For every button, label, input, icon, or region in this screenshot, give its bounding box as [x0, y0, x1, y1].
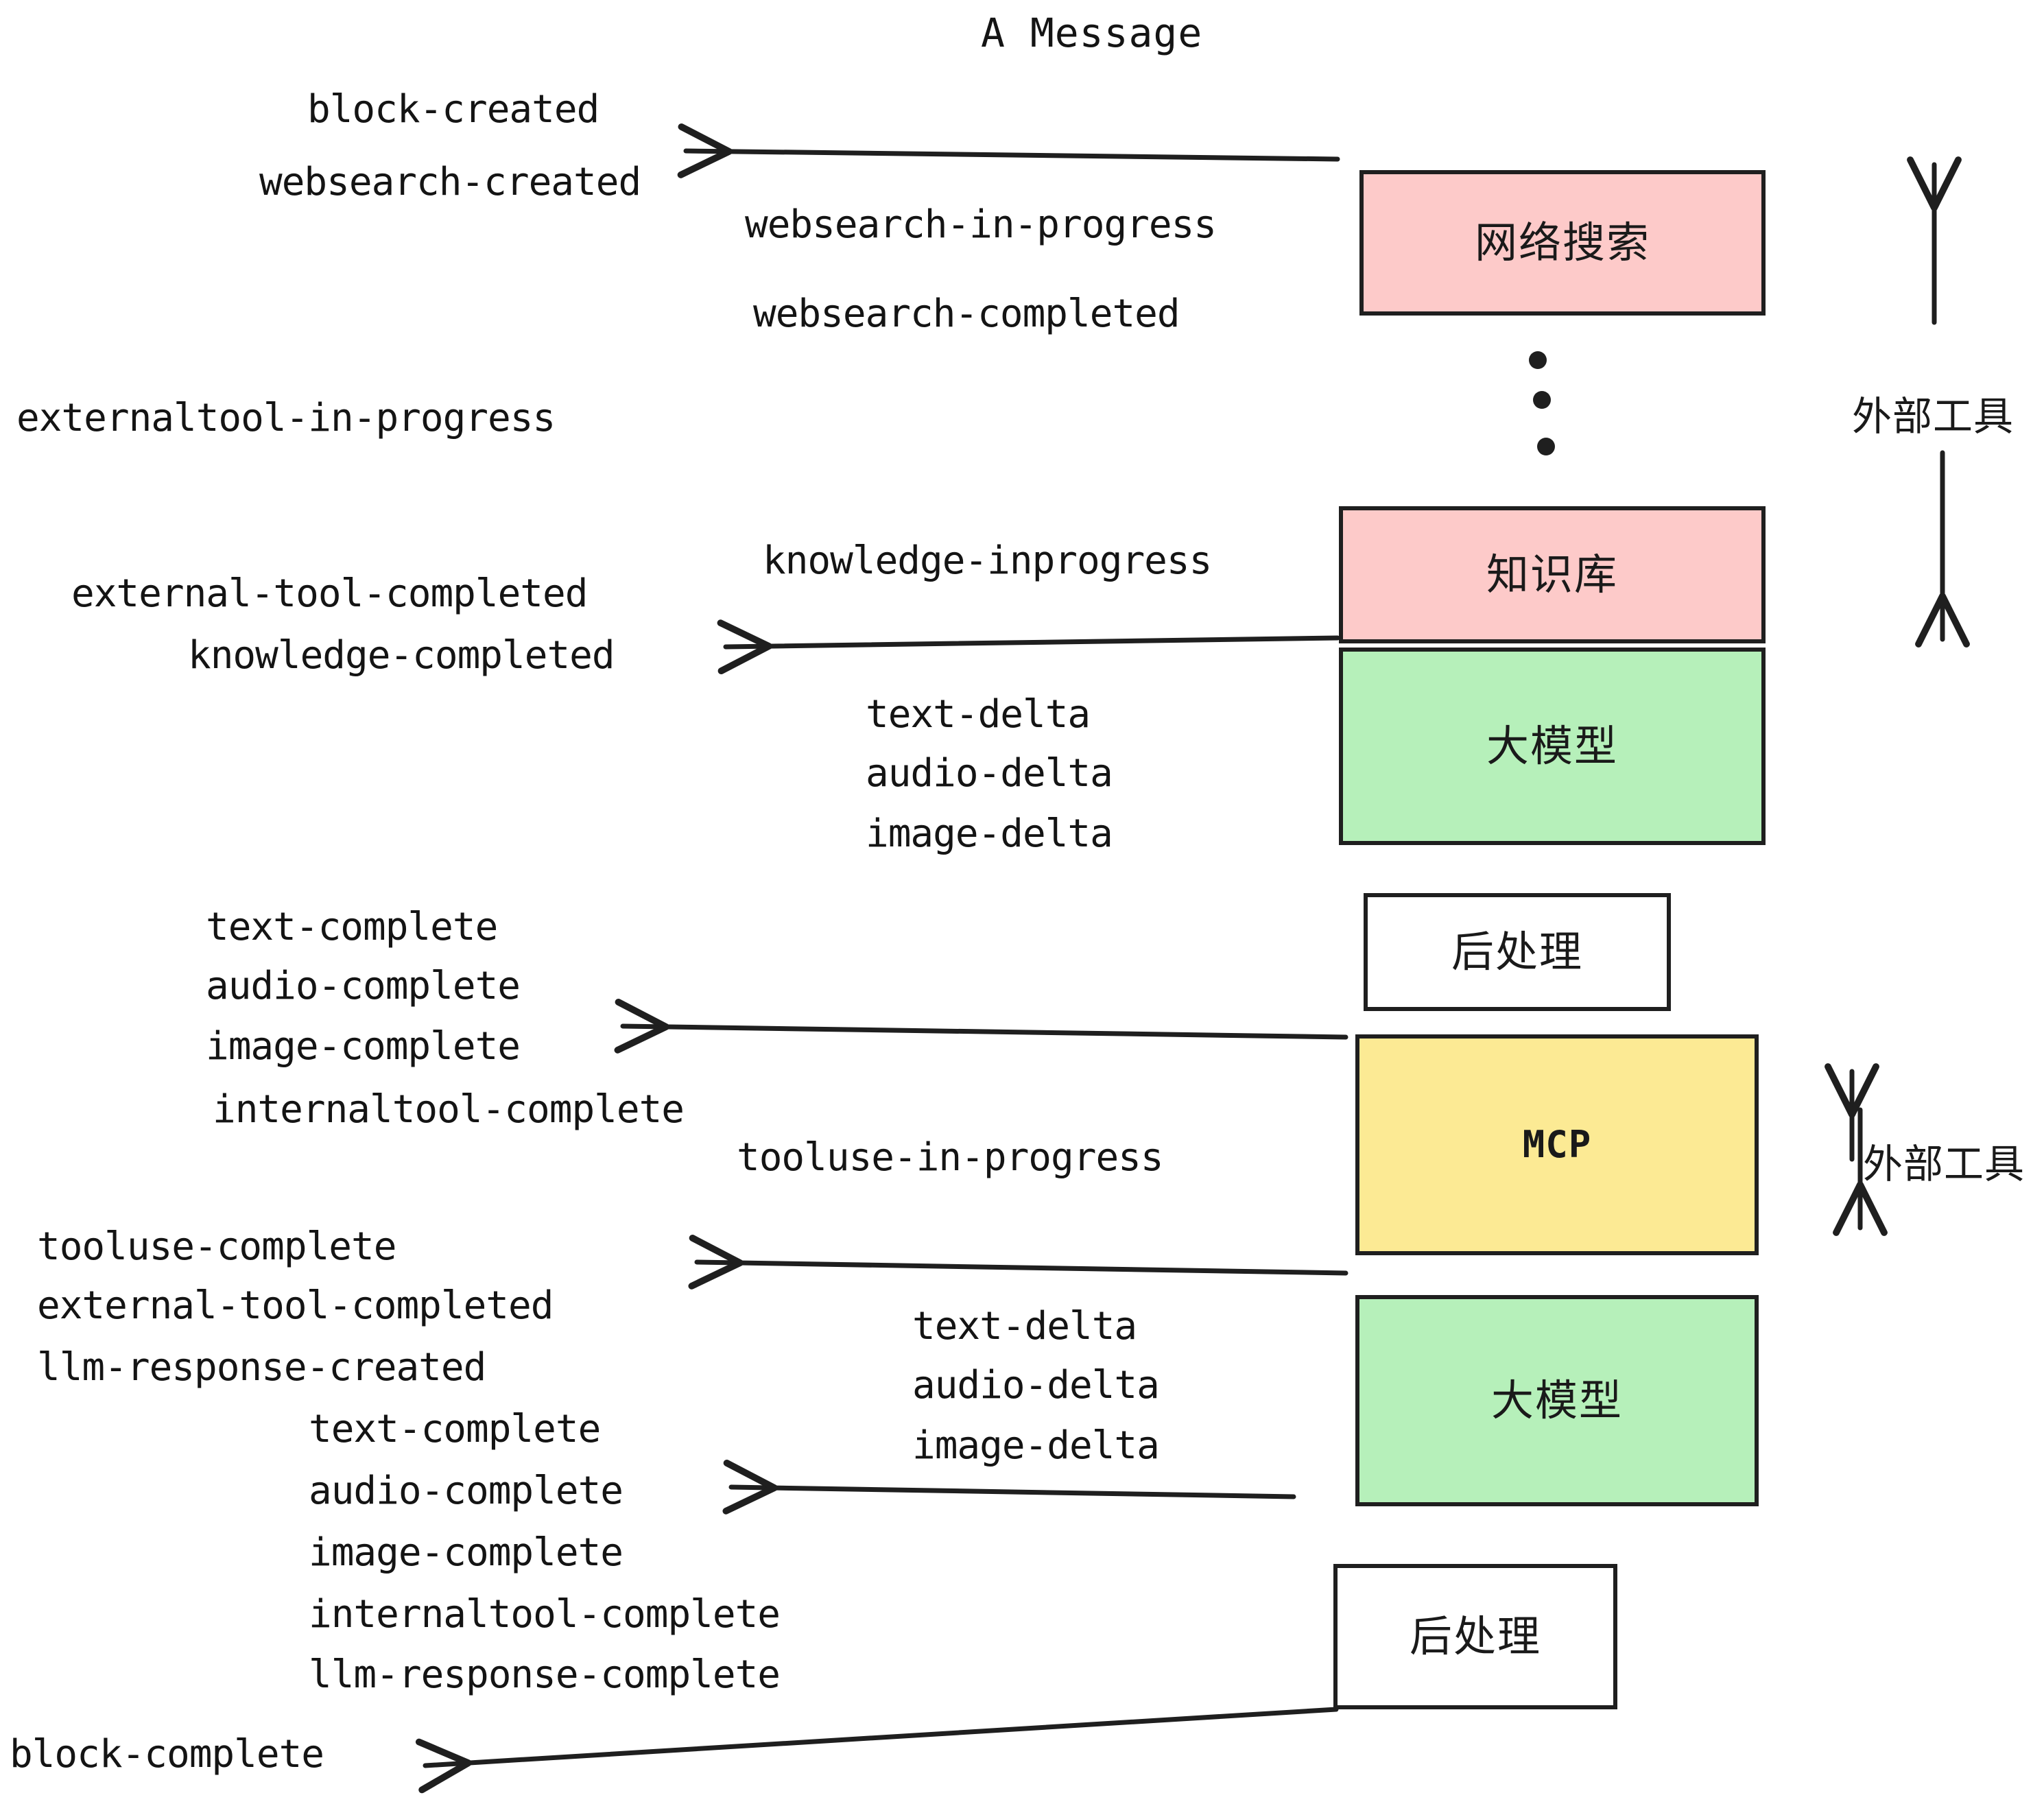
event-label-externaltool-in-progress: externaltool-in-progress: [16, 396, 556, 440]
event-label-external-tool-completed-1: external-tool-completed: [71, 571, 588, 616]
event-label-tooluse-complete: tooluse-complete: [37, 1224, 396, 1269]
event-label-internaltool-complete-1: internaltool-complete: [213, 1087, 685, 1132]
event-label-audio-delta-2: audio-delta: [912, 1363, 1160, 1408]
node-box-knowledge: 知识库: [1339, 506, 1766, 643]
node-box-llm-bottom: 大模型: [1355, 1295, 1759, 1506]
event-label-block-complete: block-complete: [10, 1732, 324, 1777]
ellipsis-dot-3: [1537, 438, 1555, 455]
node-label-llm-top: 大模型: [1486, 721, 1618, 771]
node-box-post-bottom: 后处理: [1333, 1564, 1617, 1709]
event-label-text-complete-2: text-complete: [309, 1407, 601, 1451]
event-label-audio-complete-2: audio-complete: [309, 1469, 623, 1513]
event-label-image-delta-1: image-delta: [866, 811, 1113, 856]
event-label-llm-response-complete: llm-response-complete: [309, 1652, 781, 1697]
event-label-audio-complete-1: audio-complete: [206, 964, 521, 1008]
event-label-text-delta-1: text-delta: [866, 692, 1091, 737]
event-label-audio-delta-1: audio-delta: [866, 751, 1113, 796]
node-box-mcp: MCP: [1355, 1034, 1759, 1255]
ellipsis-dot-1: [1529, 351, 1547, 369]
arrow-audio-complete: [722, 1459, 1296, 1515]
arrow-tooluse-complete: [688, 1234, 1348, 1290]
event-label-knowledge-inprogress: knowledge-inprogress: [763, 538, 1212, 583]
event-label-image-delta-2: image-delta: [912, 1423, 1160, 1468]
event-label-text-complete-1: text-complete: [206, 905, 498, 949]
arrow-block-complete: [415, 1707, 1339, 1794]
event-label-tooluse-in-progress: tooluse-in-progress: [737, 1135, 1164, 1180]
node-label-websearch: 网络搜索: [1474, 217, 1650, 268]
node-box-post-top: 后处理: [1364, 893, 1671, 1011]
event-label-image-complete-1: image-complete: [206, 1024, 521, 1069]
side-label-external-tool-bottom: 外部工具: [1863, 1141, 2025, 1187]
event-label-websearch-created: websearch-created: [259, 160, 641, 204]
event-label-knowledge-completed: knowledge-completed: [188, 633, 615, 678]
event-label-external-tool-completed-2: external-tool-completed: [37, 1283, 554, 1328]
event-label-text-delta-2: text-delta: [912, 1304, 1137, 1349]
side-label-external-tool-top: 外部工具: [1852, 393, 2015, 440]
ellipsis-dot-2: [1533, 391, 1551, 409]
node-label-llm-bottom: 大模型: [1490, 1375, 1623, 1425]
node-box-websearch: 网络搜索: [1359, 170, 1766, 316]
node-label-mcp: MCP: [1522, 1123, 1592, 1166]
event-label-block-created: block-created: [307, 87, 599, 132]
event-label-image-complete-2: image-complete: [309, 1530, 623, 1575]
page-title: A Message: [981, 10, 1203, 56]
event-label-websearch-completed: websearch-completed: [753, 292, 1180, 336]
event-label-llm-response-created: llm-response-created: [37, 1345, 486, 1390]
arrow-knowledge-completed: [717, 619, 1340, 674]
arrow-image-complete: [614, 998, 1348, 1054]
event-label-websearch-in-progress: websearch-in-progress: [745, 202, 1217, 247]
node-label-post-top: 后处理: [1451, 927, 1583, 977]
node-box-llm-top: 大模型: [1339, 648, 1766, 845]
arrow-block-created: [677, 123, 1340, 178]
node-label-knowledge: 知识库: [1486, 549, 1618, 600]
event-label-internaltool-complete-2: internaltool-complete: [309, 1592, 781, 1637]
node-label-post-bottom: 后处理: [1409, 1611, 1541, 1661]
